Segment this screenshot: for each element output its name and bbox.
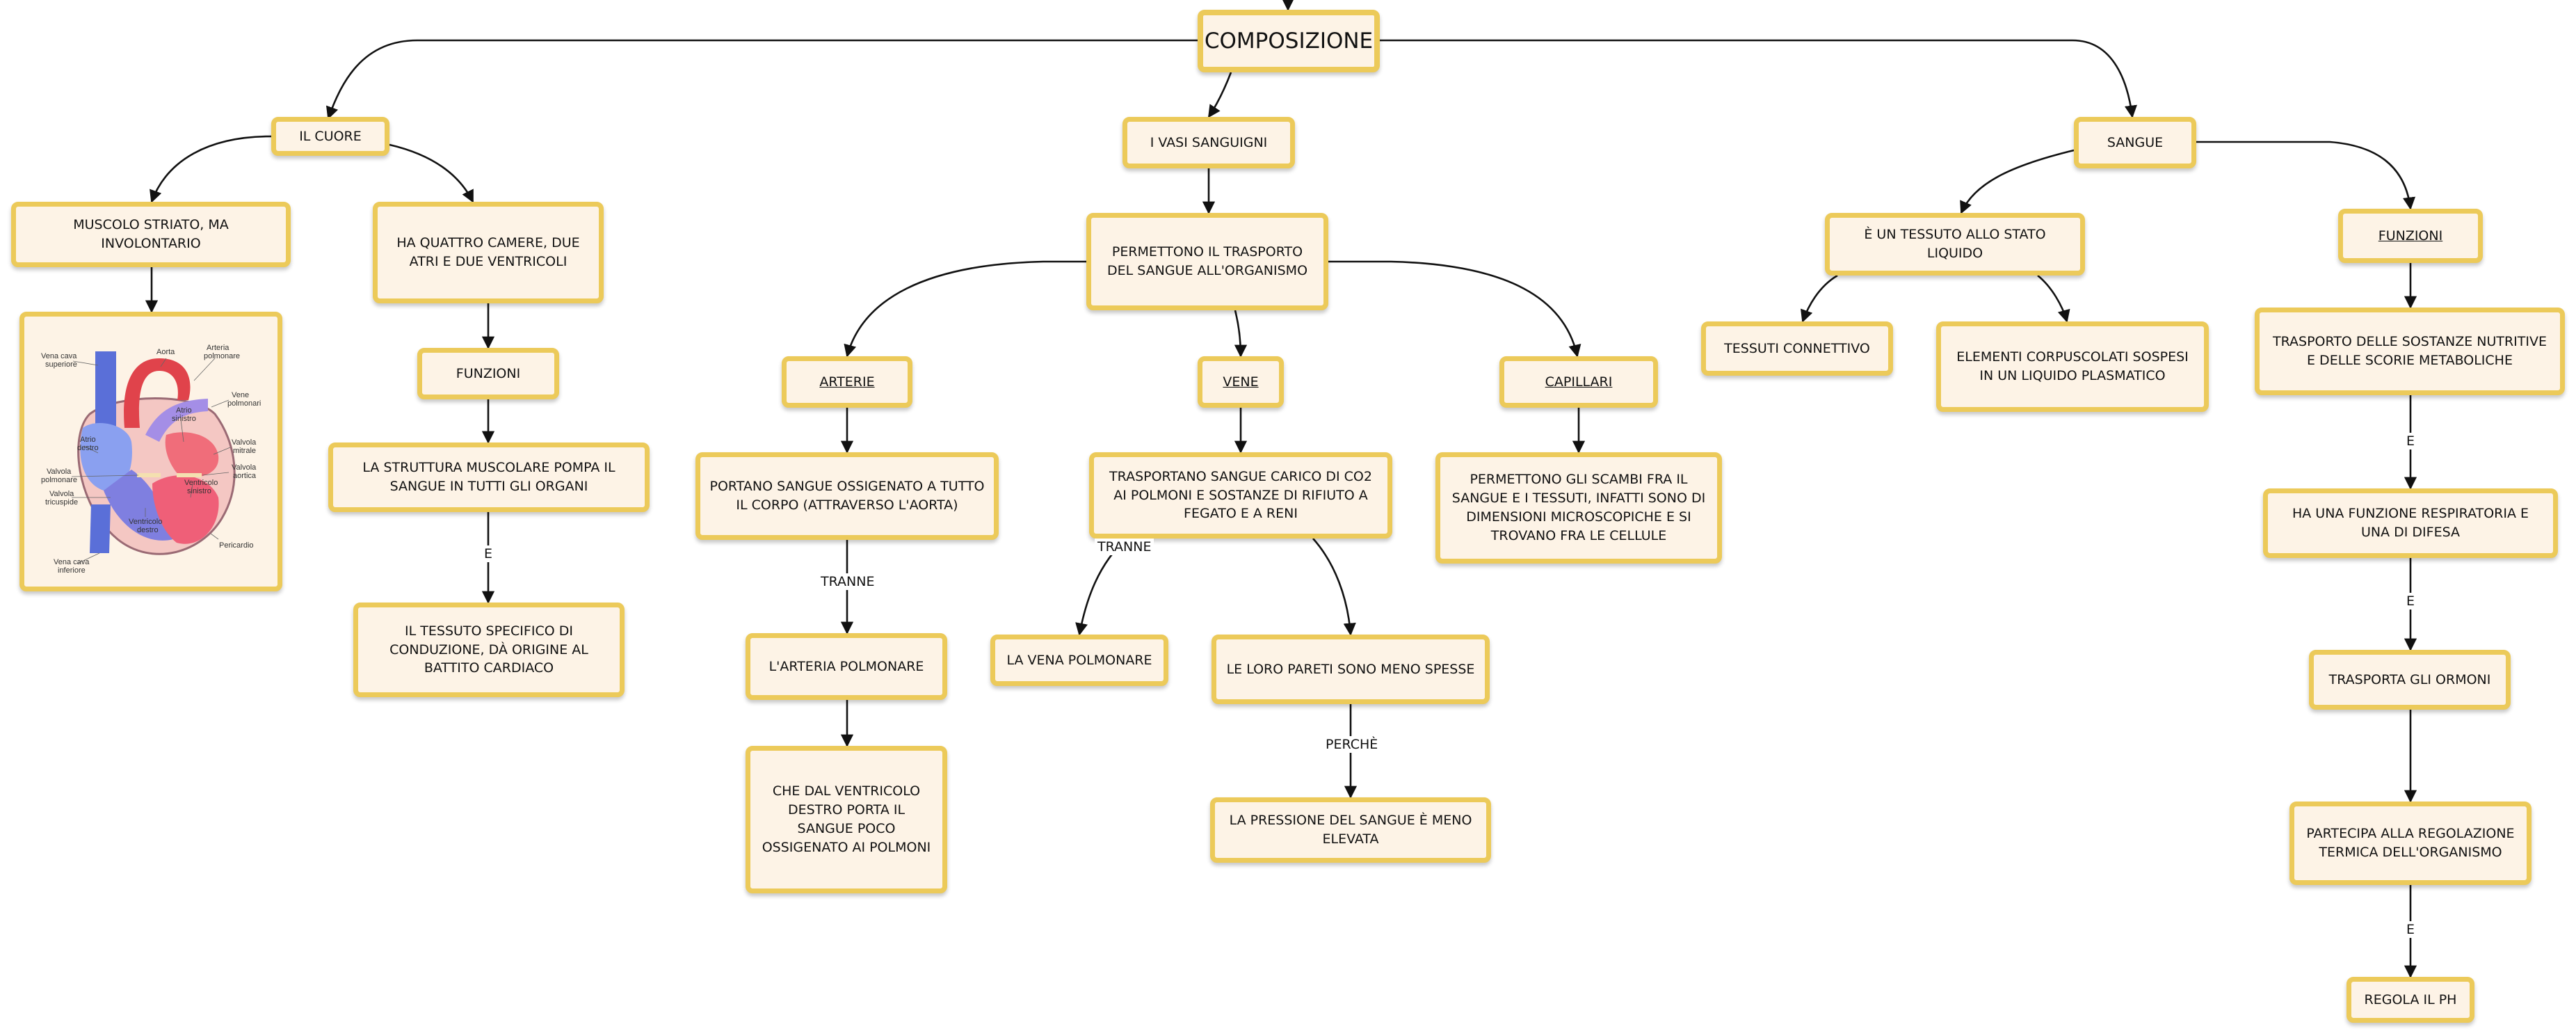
link-label-e-sangue-1: E bbox=[2404, 433, 2418, 449]
node-trasporto-sostanze[interactable]: TRASPORTO DELLE SOSTANZE NUTRITIVE E DEL… bbox=[2255, 308, 2565, 395]
node-arteria-polmonare[interactable]: L'ARTERIA POLMONARE bbox=[746, 633, 947, 700]
link-liquido-connettivo bbox=[1801, 274, 1838, 323]
node-scambi[interactable]: PERMETTONO GLI SCAMBI FRA IL SANGUE E I … bbox=[1435, 452, 1722, 564]
node-quattro-camere[interactable]: HA QUATTRO CAMERE, DUE ATRI E DUE VENTRI… bbox=[373, 202, 604, 303]
node-sangue[interactable]: SANGUE bbox=[2074, 117, 2196, 168]
link-label-e-cuore: E bbox=[481, 545, 496, 562]
node-tessuti-connettivo[interactable]: TESSUTI CONNETTIVO bbox=[1701, 321, 1893, 376]
link-label-tranne-arterie: TRANNE bbox=[818, 573, 878, 590]
link-composizione-sangue bbox=[1380, 39, 2137, 118]
node-portano[interactable]: PORTANO SANGUE OSSIGENATO A TUTTO IL COR… bbox=[695, 452, 999, 540]
node-funzioni-sangue[interactable]: FUNZIONI bbox=[2338, 209, 2483, 263]
node-il-cuore[interactable]: IL CUORE bbox=[271, 117, 389, 156]
link-label-e-sangue-3: E bbox=[2404, 921, 2418, 938]
node-vasi-sanguigni[interactable]: I VASI SANGUIGNI bbox=[1122, 117, 1295, 168]
node-regola-ph[interactable]: REGOLA IL PH bbox=[2346, 977, 2474, 1023]
link-composizione-vasi bbox=[1207, 72, 1232, 118]
heart-label-aorta: Aorta bbox=[156, 348, 175, 356]
node-struttura-muscolare[interactable]: LA STRUTTURA MUSCOLARE POMPA IL SANGUE I… bbox=[328, 443, 650, 512]
link-sangue-liquido bbox=[1960, 149, 2075, 214]
link-label-e-sangue-2: E bbox=[2404, 593, 2418, 609]
node-vene[interactable]: VENE bbox=[1198, 356, 1284, 408]
link-permettono-vene bbox=[1234, 310, 1248, 358]
node-arterie[interactable]: ARTERIE bbox=[782, 356, 912, 408]
node-funzione-respiratoria[interactable]: HA UNA FUNZIONE RESPIRATORIA E UNA DI DI… bbox=[2263, 488, 2558, 558]
node-composizione[interactable]: COMPOSIZIONE bbox=[1198, 10, 1380, 72]
node-regolazione-termica[interactable]: PARTECIPA ALLA REGOLAZIONE TERMICA DELL'… bbox=[2289, 802, 2531, 885]
link-liquido-corpuscolati bbox=[2037, 274, 2070, 323]
node-funzioni-cuore[interactable]: FUNZIONI bbox=[417, 348, 559, 399]
node-tessuto-specifico[interactable]: IL TESSUTO SPECIFICO DI CONDUZIONE, DÀ O… bbox=[353, 603, 625, 697]
link-cuore-camere bbox=[389, 143, 474, 203]
link-permettono-arterie bbox=[844, 260, 1086, 358]
node-tessuto-liquido[interactable]: È UN TESSUTO ALLO STATO LIQUIDO bbox=[1825, 213, 2085, 276]
node-muscolo-striato[interactable]: MUSCOLO STRIATO, MA INVOLONTARIO bbox=[11, 202, 291, 267]
node-pressione[interactable]: LA PRESSIONE DEL SANGUE È MENO ELEVATA bbox=[1210, 797, 1491, 863]
node-trasporta-ormoni[interactable]: TRASPORTA GLI ORMONI bbox=[2309, 650, 2511, 710]
node-pareti-meno-spesse[interactable]: LE LORO PARETI SONO MENO SPESSE bbox=[1211, 635, 1490, 704]
node-capillari[interactable]: CAPILLARI bbox=[1499, 356, 1658, 408]
node-permettono-trasporto[interactable]: PERMETTONO IL TRASPORTO DEL SANGUE ALL'O… bbox=[1086, 213, 1328, 310]
heart-label-pericardio: Pericardio bbox=[219, 541, 254, 550]
node-che-dal-ventricolo[interactable]: CHE DAL VENTRICOLO DESTRO PORTA IL SANGU… bbox=[746, 746, 947, 893]
link-permettono-capillari bbox=[1328, 260, 1581, 358]
link-sangue-funzioni bbox=[2196, 141, 2416, 210]
node-vena-polmonare[interactable]: LA VENA POLMONARE bbox=[990, 635, 1168, 686]
link-cuore-muscolo bbox=[150, 135, 272, 203]
link-trasportano-pareti bbox=[1312, 538, 1356, 636]
link-label-perche: PERCHÈ bbox=[1323, 736, 1381, 753]
node-trasportano-co2[interactable]: TRASPORTANO SANGUE CARICO DI CO2 AI POLM… bbox=[1089, 452, 1392, 539]
link-label-tranne-vene: TRANNE bbox=[1095, 539, 1154, 555]
link-composizione-cuore bbox=[325, 39, 1198, 120]
node-elementi-corpuscolati[interactable]: ELEMENTI CORPUSCOLATI SOSPESI IN UN LIQU… bbox=[1936, 321, 2209, 412]
